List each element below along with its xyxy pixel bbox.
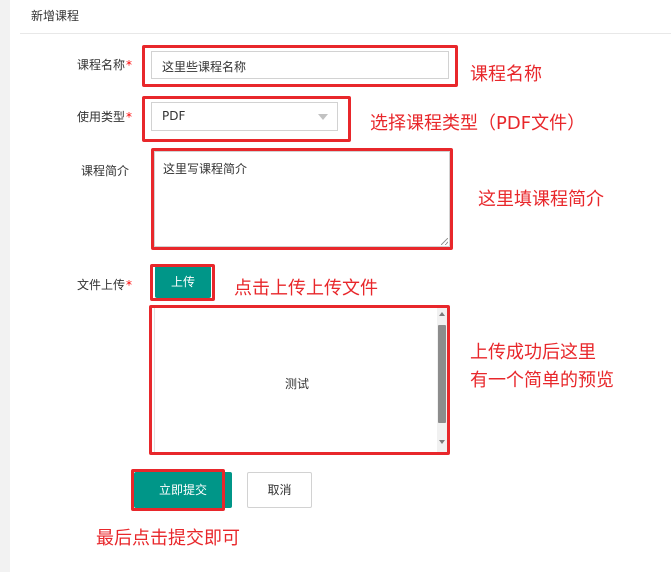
resize-handle-icon[interactable]: [441, 238, 448, 245]
cancel-button[interactable]: 取消: [247, 472, 312, 508]
required-mark: *: [126, 278, 133, 292]
scrollbar-thumb[interactable]: [438, 325, 446, 423]
annotation-box-summary: [151, 148, 453, 250]
annotation-type-note: 选择课程类型（PDF文件）: [370, 113, 586, 134]
summary-label: 课程简介: [81, 164, 130, 178]
annotation-preview-note-2: 有一个简单的预览: [470, 370, 614, 391]
panel-header: 新增课程: [20, 0, 671, 34]
annotation-submit-note: 最后点击提交即可: [96, 528, 240, 549]
summary-textarea[interactable]: 这里写课程简介: [154, 151, 450, 247]
required-mark: *: [126, 110, 133, 124]
required-mark: *: [126, 58, 133, 72]
form-panel: [10, 0, 671, 572]
annotation-box-submit: [131, 469, 225, 511]
annotation-box-preview: [149, 305, 450, 455]
annotation-box-upload: [150, 264, 215, 301]
page-title: 新增课程: [31, 9, 80, 23]
course-name-label: 课程名称*: [77, 58, 133, 72]
annotation-name-note: 课程名称: [470, 64, 542, 85]
chevron-down-icon[interactable]: [318, 114, 328, 120]
annotation-box-name: [142, 45, 458, 87]
upload-button[interactable]: 上传: [155, 266, 211, 298]
annotation-box-type: [142, 96, 351, 142]
annotation-upload-note: 点击上传上传文件: [234, 278, 378, 299]
upload-label: 文件上传*: [77, 278, 133, 292]
use-type-label: 使用类型*: [77, 110, 133, 124]
course-name-input[interactable]: 这里些课程名称: [151, 51, 449, 79]
annotation-summary-note: 这里填课程简介: [478, 189, 604, 210]
scroll-down-icon[interactable]: [439, 440, 445, 444]
submit-button[interactable]: 立即提交: [134, 472, 232, 508]
preview-text: 测试: [284, 377, 309, 391]
annotation-preview-note-1: 上传成功后这里: [470, 342, 596, 363]
scroll-up-icon[interactable]: [439, 312, 445, 316]
use-type-select[interactable]: PDF: [151, 102, 338, 131]
